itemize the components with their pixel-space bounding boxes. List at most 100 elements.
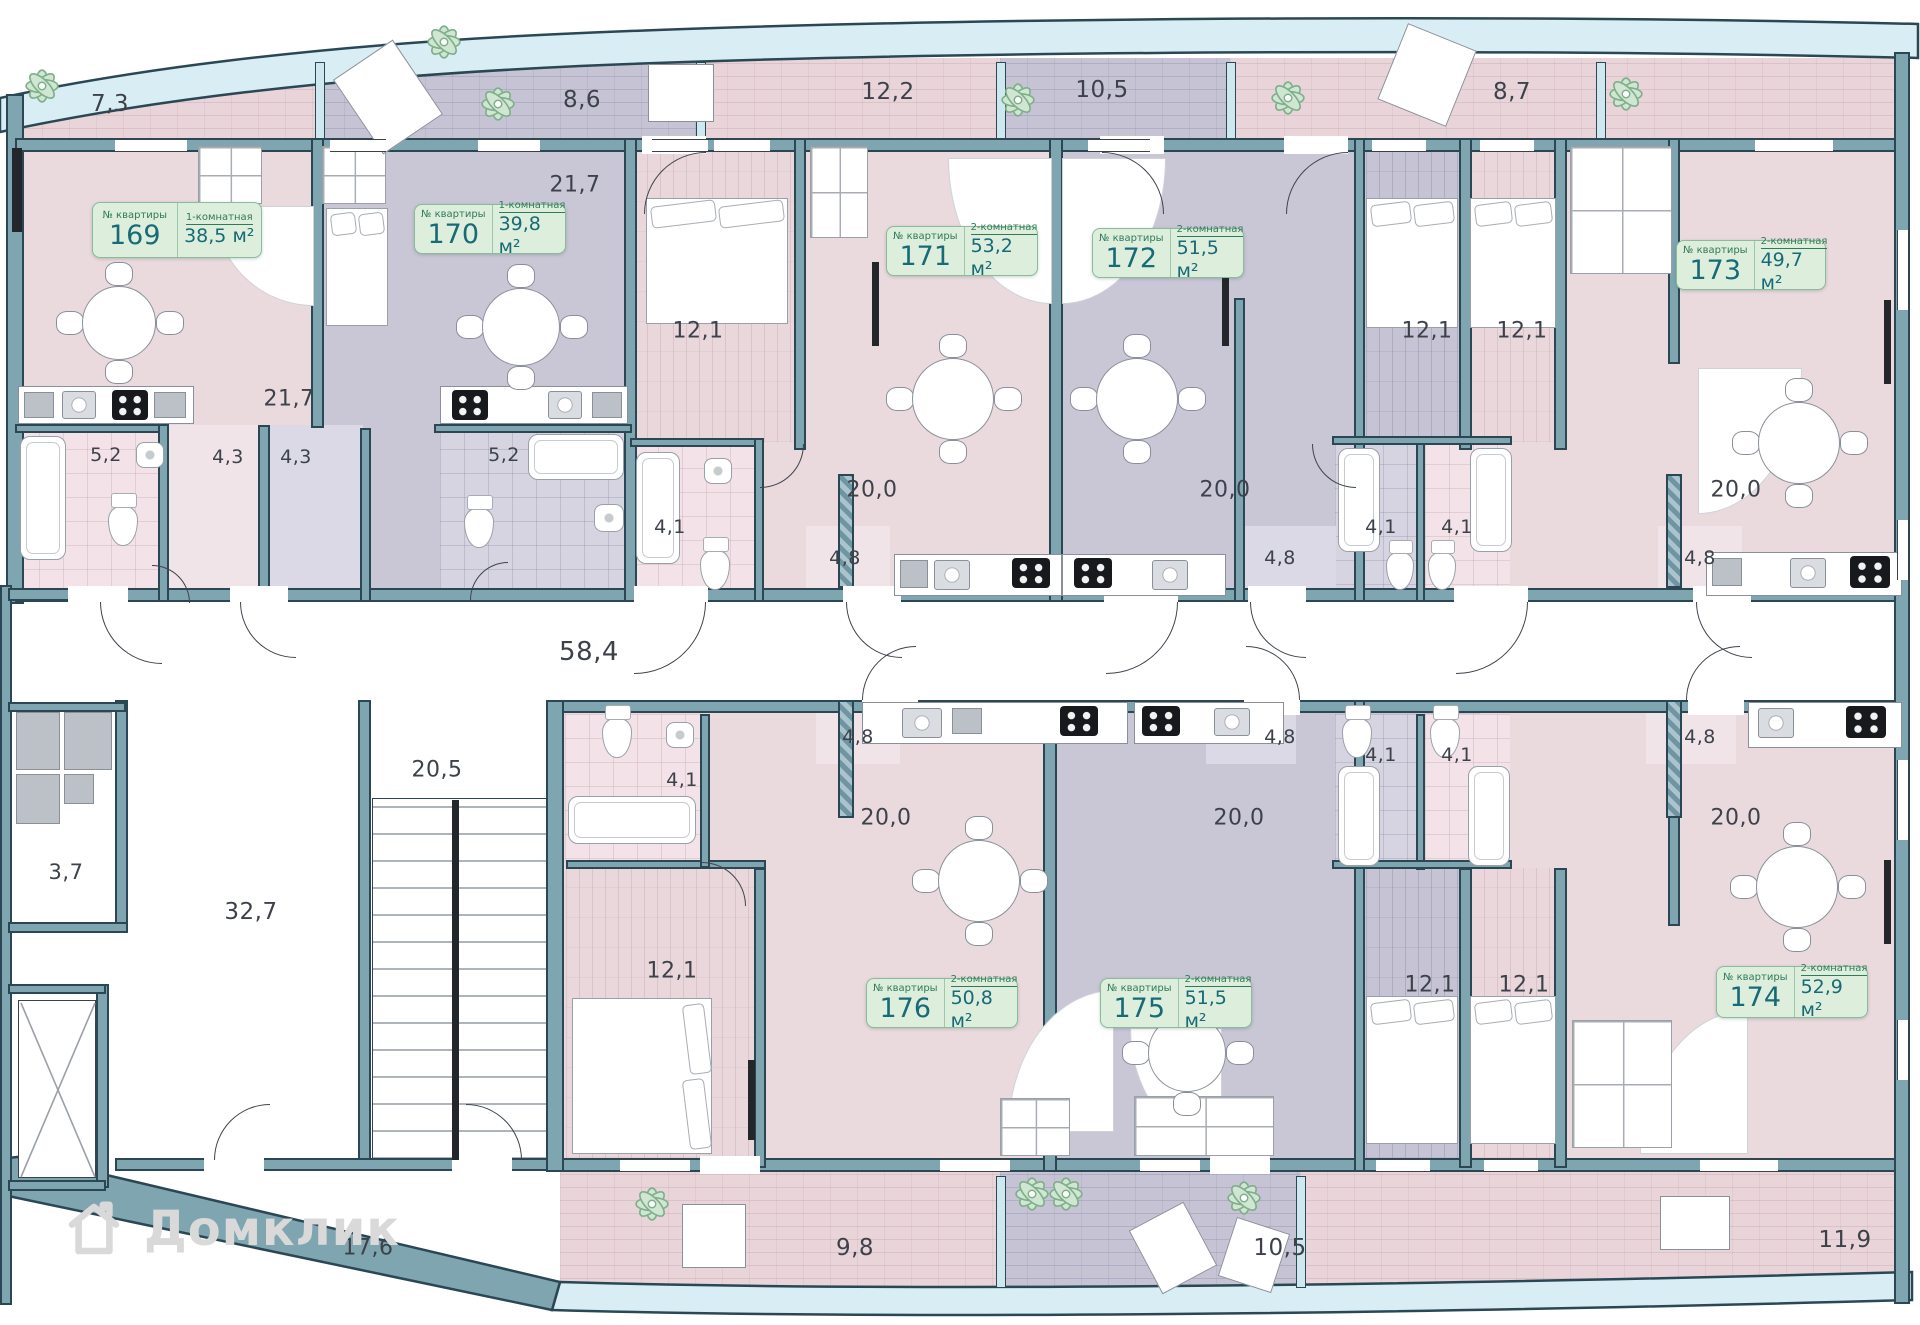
room-area-label: 4,8 xyxy=(1684,547,1716,569)
appliance xyxy=(952,708,982,734)
window xyxy=(620,1159,690,1172)
room-area-label: 4,3 xyxy=(280,446,312,468)
badge-caption: № квартиры xyxy=(893,230,958,242)
room-area-label: 4,1 xyxy=(1365,744,1397,766)
door-opening xyxy=(1284,136,1348,154)
toilet xyxy=(602,705,632,758)
window xyxy=(478,139,540,152)
appliance xyxy=(24,392,54,418)
plant-icon xyxy=(478,84,518,124)
chair xyxy=(507,366,535,390)
hallway-area xyxy=(263,425,363,600)
room-area-label: 12,1 xyxy=(1496,318,1548,344)
door-opening xyxy=(230,586,288,604)
apartment-number: 169 xyxy=(108,219,161,251)
apartment-area: 51,5 м² xyxy=(1184,986,1227,1032)
pillow xyxy=(357,211,386,237)
tv-panel xyxy=(1884,300,1891,384)
window xyxy=(1897,520,1909,580)
window xyxy=(1372,139,1426,152)
wall xyxy=(1354,138,1365,602)
wall xyxy=(794,138,806,450)
apartment-area: 49,7 м² xyxy=(1760,248,1803,294)
room-area-label: 12,1 xyxy=(1498,972,1550,998)
dining-table xyxy=(938,840,1020,922)
window xyxy=(714,139,770,152)
watermark: Домклик xyxy=(58,1196,400,1262)
room-area-label: 4,1 xyxy=(654,516,686,538)
wall xyxy=(1666,700,1682,818)
wall xyxy=(8,922,128,933)
wardrobe xyxy=(1570,146,1672,274)
chair xyxy=(939,334,967,358)
apartment-area: 38,5 м² xyxy=(184,225,255,248)
appliance xyxy=(16,712,60,770)
chair xyxy=(1122,1041,1150,1065)
door-arc xyxy=(1456,602,1528,674)
room-area-label: 4,1 xyxy=(1441,744,1473,766)
apartment-type: 2-комнатная xyxy=(1176,223,1244,237)
chair xyxy=(912,869,940,893)
chair xyxy=(1838,875,1866,899)
appliance xyxy=(1712,558,1742,586)
wall xyxy=(1416,714,1425,870)
balcony-area-label: 11,9 xyxy=(1818,1227,1872,1253)
wall xyxy=(434,424,632,433)
kitchen-sink xyxy=(902,708,942,738)
room-area-label: 12,1 xyxy=(672,318,724,344)
room-area-label: 21,7 xyxy=(549,172,601,198)
chair xyxy=(1123,440,1151,464)
room-area-label: 20,0 xyxy=(1213,805,1265,831)
apartment-type: 1-комнатная xyxy=(185,212,253,226)
balcony-area-label: 12,2 xyxy=(861,79,915,105)
dining-table xyxy=(912,358,994,440)
room-area-label: 20,0 xyxy=(860,805,912,831)
window xyxy=(1484,1159,1538,1172)
door-opening xyxy=(700,1156,760,1174)
chair xyxy=(560,315,588,339)
balcony-area-label: 10,5 xyxy=(1253,1235,1307,1261)
bathtub xyxy=(568,796,696,844)
wall xyxy=(15,424,167,433)
cooktop-stove xyxy=(1060,706,1098,736)
wall xyxy=(1234,298,1245,602)
chair xyxy=(965,922,993,946)
window xyxy=(1897,760,1909,840)
bathtub xyxy=(528,434,624,480)
plant-icon xyxy=(1046,1174,1086,1214)
cooktop-stove xyxy=(1850,556,1890,588)
dining-table xyxy=(1096,358,1178,440)
cooktop-stove xyxy=(452,390,488,420)
room-area-label: 20,0 xyxy=(1710,477,1762,503)
kitchen-sink xyxy=(1152,560,1188,590)
balcony-furniture xyxy=(648,64,714,122)
chair xyxy=(56,311,84,335)
apartment-number: 172 xyxy=(1105,242,1158,274)
door-opening xyxy=(1454,586,1528,604)
badge-caption: № квартиры xyxy=(1683,244,1748,256)
apartment-area: 50,8 м² xyxy=(950,986,993,1032)
room-area-label: 4,3 xyxy=(212,446,244,468)
plant-icon xyxy=(998,80,1038,120)
stairs-area-label: 20,5 xyxy=(411,757,463,783)
wall xyxy=(700,714,710,868)
window xyxy=(1140,1159,1200,1172)
door-opening xyxy=(1248,586,1306,604)
door-opening xyxy=(843,586,901,604)
tv-panel xyxy=(748,1060,755,1140)
apartment-number: 171 xyxy=(899,240,952,272)
wall xyxy=(546,700,564,1172)
tech-room-area-label: 3,7 xyxy=(48,860,84,884)
kitchen-sink xyxy=(1214,708,1250,736)
